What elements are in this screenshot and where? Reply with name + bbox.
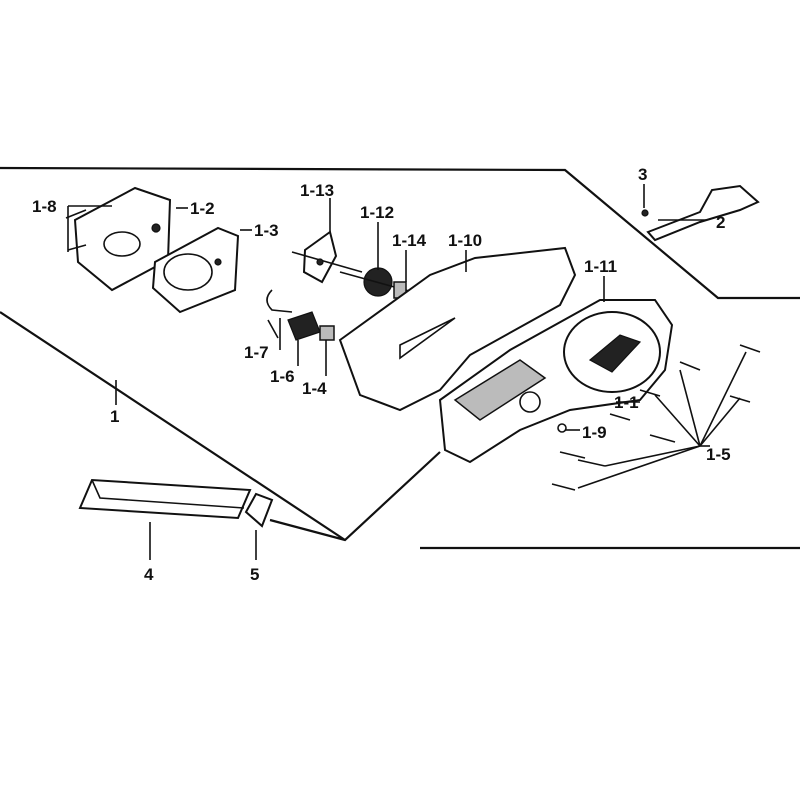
shaft-plate-part bbox=[291, 230, 363, 284]
callout-1-10: 1-10 bbox=[448, 231, 482, 250]
callout-1-6: 1-6 bbox=[270, 367, 295, 386]
intake-duct-inner bbox=[91, 479, 245, 509]
callout-labels: 1 1-1 1-2 1-3 1-4 1-5 1-6 1-7 1-8 1-9 1-… bbox=[32, 165, 731, 584]
callout-1-7: 1-7 bbox=[244, 343, 269, 362]
gasket-part bbox=[151, 226, 240, 314]
callout-3: 3 bbox=[638, 165, 647, 184]
bolt-set-part bbox=[551, 344, 761, 491]
callout-1-8: 1-8 bbox=[32, 197, 57, 216]
filter-cover-part bbox=[65, 186, 172, 292]
callout-1-3: 1-3 bbox=[254, 221, 279, 240]
kick-lever-part bbox=[646, 184, 760, 242]
cover-gasket-part bbox=[338, 246, 577, 412]
lever-screw-part bbox=[641, 209, 649, 217]
callout-1-5: 1-5 bbox=[706, 445, 731, 464]
callout-1-11: 1-11 bbox=[584, 257, 617, 276]
callout-1-13: 1-13 bbox=[300, 181, 334, 200]
starter-gear-part bbox=[287, 311, 321, 341]
dowel-part bbox=[609, 413, 631, 421]
crankcase-cover-part bbox=[438, 299, 674, 464]
callout-1-4: 1-4 bbox=[302, 379, 327, 398]
callout-1-12: 1-12 bbox=[360, 203, 394, 222]
callout-1-1: 1-1 bbox=[614, 393, 639, 412]
spindle-part bbox=[319, 325, 335, 341]
callout-1-14: 1-14 bbox=[392, 231, 427, 250]
callout-5: 5 bbox=[250, 565, 259, 584]
callout-1-2: 1-2 bbox=[190, 199, 215, 218]
callout-1-9: 1-9 bbox=[582, 423, 607, 442]
gasket-inner bbox=[399, 317, 456, 360]
callout-1: 1 bbox=[110, 407, 119, 426]
leader-lines bbox=[67, 184, 747, 560]
assembly-frame bbox=[0, 166, 800, 550]
callout-4: 4 bbox=[144, 565, 154, 584]
callout-2: 2 bbox=[716, 213, 725, 232]
washer-part bbox=[557, 423, 567, 433]
intake-duct-part bbox=[78, 478, 252, 520]
duct-seal-part bbox=[244, 492, 274, 528]
clip-part bbox=[266, 289, 293, 339]
